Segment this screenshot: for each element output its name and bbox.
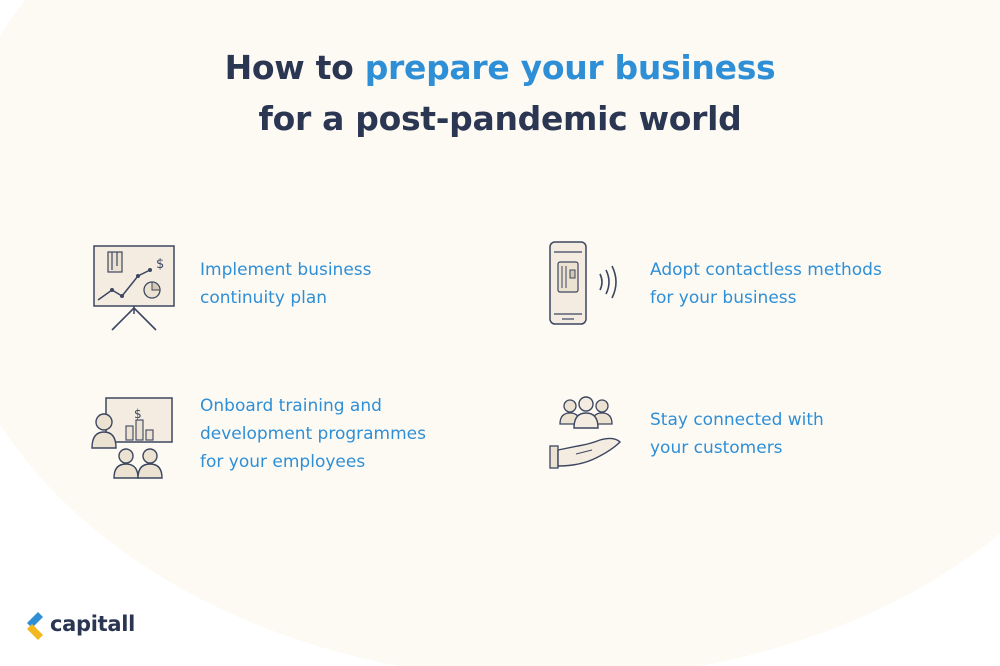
item-text-line: Implement business bbox=[200, 260, 372, 280]
item-text-line: continuity plan bbox=[200, 288, 328, 308]
item-training: $ Onboard training and development progr… bbox=[90, 392, 470, 484]
item-text: Stay connected with your customers bbox=[650, 406, 824, 462]
customers-in-hand-icon bbox=[549, 396, 621, 469]
title-line-1: How to prepare your business bbox=[0, 48, 1000, 87]
item-business-continuity: $ Implement business continuity plan bbox=[90, 242, 430, 334]
svg-text:$: $ bbox=[156, 257, 164, 272]
logo-wordmark: capitall bbox=[50, 612, 136, 636]
item-contactless: Adopt contactless methods for your busin… bbox=[540, 238, 920, 330]
contactless-phone-icon bbox=[549, 241, 617, 325]
presentation-board-icon: $ bbox=[93, 245, 175, 331]
item-text-line: Adopt contactless methods bbox=[650, 260, 882, 280]
title-highlight: prepare your business bbox=[364, 48, 776, 87]
item-text-line: development programmes bbox=[200, 424, 426, 444]
item-text: Adopt contactless methods for your busin… bbox=[650, 256, 882, 312]
item-text-line: Stay connected with bbox=[650, 410, 824, 430]
title-prefix: How to bbox=[224, 48, 365, 87]
svg-text:$: $ bbox=[134, 407, 142, 421]
capitall-logo: capitall bbox=[24, 610, 174, 644]
title-line-2: for a post-pandemic world bbox=[258, 99, 742, 138]
item-text-line: for your business bbox=[650, 288, 797, 308]
item-text: Implement business continuity plan bbox=[200, 256, 372, 312]
capitall-logo-mark-icon bbox=[27, 612, 43, 640]
item-text-line: your customers bbox=[650, 438, 783, 458]
item-text-line: for your employees bbox=[200, 452, 366, 472]
item-text-line: Onboard training and bbox=[200, 396, 382, 416]
training-session-icon: $ bbox=[91, 397, 173, 479]
item-text: Onboard training and development program… bbox=[200, 392, 426, 476]
item-customers: Stay connected with your customers bbox=[540, 392, 920, 484]
